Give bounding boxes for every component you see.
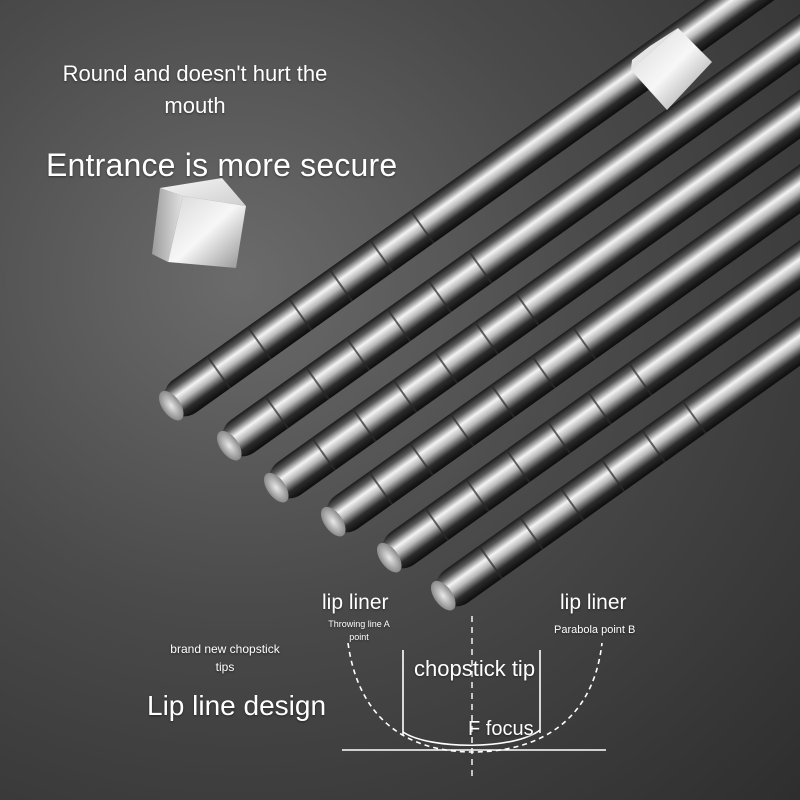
round-caption-line-1: Round and doesn't hurt the bbox=[62, 61, 328, 86]
secure-headline: Entrance is more secure bbox=[46, 147, 398, 183]
brand-new-tips-caption: brand new chopstick tips bbox=[150, 640, 300, 676]
chopstick-4 bbox=[320, 0, 800, 537]
parabola-point-b-label: Parabola point B bbox=[554, 624, 636, 636]
round-feature-caption: Round and doesn't hurt the mouth bbox=[40, 58, 350, 122]
silver-cube-left bbox=[152, 178, 246, 268]
chopstick-1 bbox=[158, 0, 800, 421]
round-caption-line-2: mouth bbox=[164, 93, 226, 118]
lip-liner-label-right: lip liner bbox=[560, 591, 627, 614]
parabola-solid-arc bbox=[402, 729, 541, 747]
chopstick-3 bbox=[263, 0, 800, 503]
brand-caption-line-1: brand new chopstick bbox=[170, 642, 280, 656]
silver-cube-right bbox=[631, 28, 712, 110]
chopstick-6 bbox=[430, 8, 800, 611]
brand-caption-line-2: tips bbox=[215, 660, 235, 674]
chopstick-2 bbox=[216, 0, 800, 461]
lip-liner-label-left: lip liner bbox=[322, 591, 389, 614]
chopstick-5 bbox=[376, 0, 800, 573]
chopstick-tip-label: chopstick tip bbox=[414, 656, 536, 681]
focus-label: F focus bbox=[468, 718, 534, 740]
throwing-line-point-a-label: Throwing line A point bbox=[328, 619, 390, 642]
lip-line-design-title: Lip line design bbox=[147, 690, 327, 721]
